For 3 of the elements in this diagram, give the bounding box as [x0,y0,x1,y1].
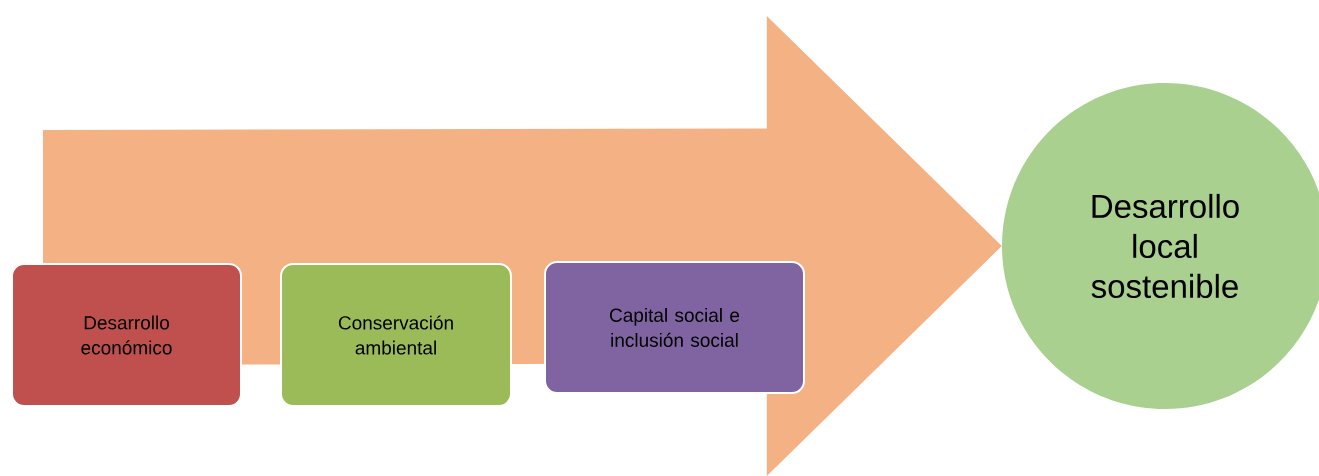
process-box: Conservación ambiental [280,263,512,407]
process-box: Desarrollo económico [11,263,242,407]
process-box: Capital social e inclusión social [544,261,805,394]
